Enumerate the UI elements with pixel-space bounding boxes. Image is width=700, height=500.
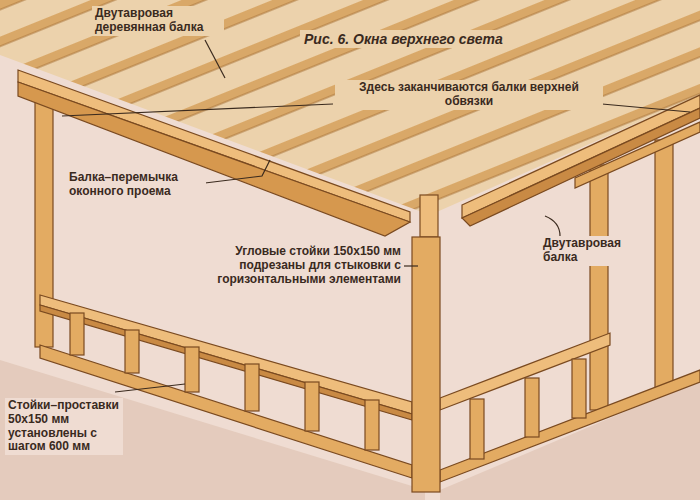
spacer-stud [525,378,539,437]
part-label: Стойки–проставки 50x150 мм установлены с… [5,398,123,455]
spacer-stud [305,382,319,431]
leader-line [602,104,690,112]
part-label: Здесь заканчиваются балки верхней обвязк… [335,80,603,110]
leader-line [205,160,270,183]
spacer-stud [125,330,139,373]
spacer-stud [365,400,379,450]
part-label: Угловые стойки 150x150 мм подрезаны для … [214,244,404,287]
part-label: Двутавровая деревянная балка [92,6,224,36]
post-tenon [420,195,438,237]
i-beam [462,95,700,218]
floor-right [440,380,700,500]
spacer-stud [572,359,586,418]
i-beam [462,108,700,226]
part-label: Двутавровая балка [540,236,640,266]
spacer-stud [470,399,484,459]
spacer-stud [70,313,84,355]
leader-line [403,265,418,266]
spacer-stud [185,347,199,392]
leader-line [545,216,560,236]
bottom-plate [440,370,700,482]
leader-line [62,104,333,116]
spacer-stud [245,364,259,411]
wall-post [590,165,608,410]
sill-rail [40,295,412,414]
figure-title: Рис. 6. Окна верхнего света [300,30,507,48]
leader-line [205,40,225,78]
floor-left [0,360,425,500]
corner-post [412,237,440,492]
leader-line [115,384,185,392]
wall-post [655,140,673,388]
part-label: Балка–перемычка оконного проема [66,170,206,200]
